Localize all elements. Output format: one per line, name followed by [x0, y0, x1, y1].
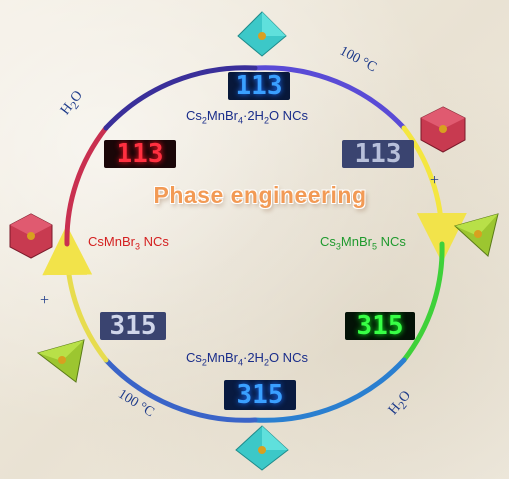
octahedron-red-right-icon [420, 106, 466, 153]
display-right-faded: 113 [342, 140, 414, 168]
tetrahedron-left-icon [36, 339, 85, 383]
display-right-faded-value: 113 [354, 140, 402, 168]
display-top-blue: 113 [228, 72, 290, 100]
compound-right-label: Cs3MnBr5 NCs [320, 234, 406, 252]
plus-sign-right: + [430, 172, 440, 189]
diagram-title: Phase engineering [153, 182, 367, 208]
display-bottom-value: 315 [236, 380, 284, 410]
compound-left-label: CsMnBr3 NCs [88, 234, 169, 252]
octahedron-top-icon [237, 11, 287, 57]
display-left-faded: 315 [100, 312, 166, 340]
display-bottom-blue: 315 [224, 380, 296, 410]
octahedron-red-left-icon [9, 213, 53, 259]
plus-sign-left: + [40, 292, 50, 309]
compound-top-label: Cs2MnBr4·2H2O NCs [186, 108, 308, 126]
tetrahedron-right-icon [453, 213, 499, 257]
display-right-green: 315 [345, 312, 415, 340]
display-left-red: 113 [104, 140, 176, 168]
display-left-red-value: 113 [116, 140, 164, 168]
display-top-value: 113 [235, 72, 283, 100]
compound-bottom-label: Cs2MnBr4·2H2O NCs [186, 350, 308, 368]
octahedron-bottom-icon [235, 425, 289, 471]
display-right-green-value: 315 [356, 312, 404, 340]
display-left-faded-value: 315 [109, 312, 157, 340]
cycle-ring [42, 65, 467, 423]
